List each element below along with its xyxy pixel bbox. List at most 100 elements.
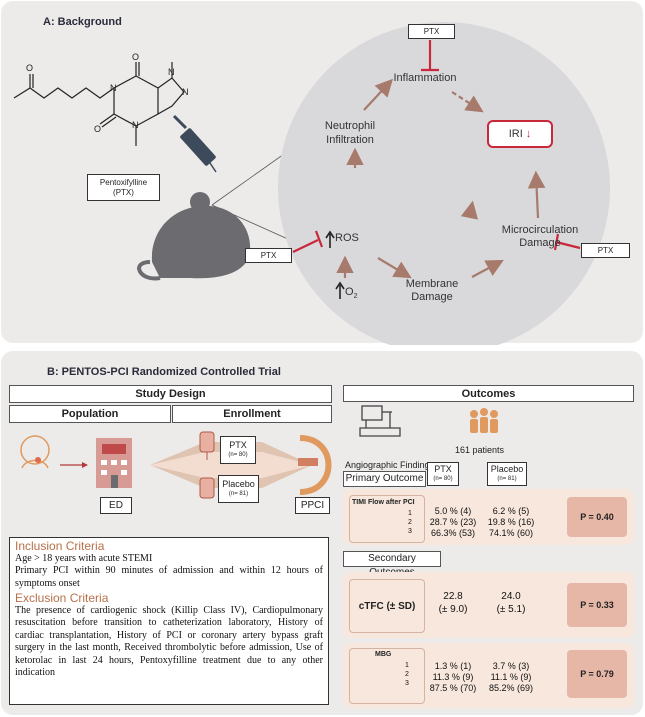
svg-text:O: O [26, 63, 33, 73]
ctfc-ptx-sd: (± 9.0) [438, 604, 468, 615]
hospital-icon [96, 438, 132, 488]
placebo-col-label: Placebo [490, 464, 524, 474]
iv-bag-placebo-icon [199, 477, 215, 499]
study-design-header: Study Design [9, 385, 332, 403]
placebo-arm-box: Placebo (n= 81) [218, 475, 259, 503]
inclusion-line-1: Age > 18 years with acute STEMI [15, 552, 153, 564]
mbg-ptx-value: 11.3 % (9) [432, 672, 474, 682]
patients-count: 161 patients [455, 445, 505, 455]
timi-ptx-value: 66.3% (53) [430, 528, 476, 538]
syringe-icon [172, 114, 217, 173]
timi-placebo-value: 19.8 % (16) [487, 517, 535, 527]
ed-box: ED [100, 497, 132, 514]
population-header: Population [9, 405, 171, 423]
ptx-box-microcirculation: PTX [581, 243, 630, 258]
oxygen-label: O [345, 286, 354, 298]
secondary-outcomes-header: Secondary Outcomes [343, 551, 441, 578]
trial-title: B: PENTOS-PCI Randomized Controlled Tria… [47, 366, 281, 378]
outcomes-icons [359, 405, 498, 437]
timi-ptx-values: 5.0 % (4) 28.7 % (23) 66.3% (53) [423, 506, 483, 539]
ptx-arm-box: PTX (n= 80) [220, 436, 256, 464]
mbg-ptx-value: 1.3 % (1) [434, 661, 472, 671]
iri-label: IRI [508, 128, 523, 140]
timi-grade: 3 [408, 528, 412, 535]
drug-abbrev: (PTX) [113, 187, 134, 197]
svg-text:N: N [132, 120, 139, 130]
timi-ptx-value: 5.0 % (4) [434, 506, 472, 516]
svg-text:O: O [94, 124, 101, 134]
oxygen-node: O2 [345, 286, 357, 300]
decrease-arrow-icon: ↓ [525, 128, 532, 140]
mbg-grade: 2 [405, 671, 409, 678]
ptx-inhibition-lines [292, 40, 581, 253]
svg-text:N: N [110, 83, 117, 93]
timi-grade: 1 [408, 510, 412, 517]
timi-ptx-value: 28.7 % (23) [429, 517, 477, 527]
placebo-arm-n: (n= 81) [228, 491, 249, 497]
dashed-arrow [451, 91, 484, 113]
membrane-line1: Membrane [405, 278, 459, 290]
placebo-arm-label: Placebo [222, 479, 255, 489]
exclusion-text: The presence of cardiogenic shock (Killi… [15, 604, 323, 679]
angiographic-findings-label: Angiographic Findings [345, 460, 435, 470]
ptx-col-n: (n= 80) [433, 476, 453, 482]
cycle-arrows [336, 78, 546, 279]
neutrophil-line1: Neutrophil [324, 120, 376, 132]
ctfc-placebo-values: 24.0 (± 5.1) [479, 590, 543, 616]
mbg-ptx-value: 87.5 % (70) [429, 683, 477, 693]
mbg-grade: 1 [405, 662, 409, 669]
timi-placebo-value: 74.1% (60) [488, 528, 534, 538]
membrane-damage-node: Membrane Damage [390, 278, 474, 304]
criteria-box: Inclusion Criteria Age > 18 years with a… [9, 537, 329, 705]
svg-text:O: O [132, 52, 139, 62]
background-title: A: Background [43, 16, 122, 28]
ctfc-ptx-value: 22.8 [443, 591, 463, 602]
mouse-icon [137, 192, 251, 281]
ros-node: ROS [335, 232, 359, 244]
mbg-label-box [349, 648, 425, 704]
mbg-placebo-value: 3.7 % (3) [492, 661, 530, 671]
timi-label-box [349, 495, 425, 543]
inclusion-heading: Inclusion Criteria [15, 539, 105, 553]
neutrophil-infiltration-node: Neutrophil Infiltration [305, 119, 395, 147]
patients-group-icon [470, 408, 498, 433]
micro-line2: Damage [519, 237, 561, 249]
mbg-placebo-value: 85.2% (69) [488, 683, 534, 693]
ptx-box-ros: PTX [245, 248, 292, 263]
chest-pain-patient-icon [20, 435, 50, 469]
ptx-box-inflammation: PTX [408, 24, 455, 39]
ptx-column-header: PTX (n= 80) [427, 462, 459, 486]
mbg-ptx-values: 1.3 % (1) 11.3 % (9) 87.5 % (70) [423, 661, 483, 694]
angiography-machine-icon [359, 405, 401, 437]
svg-text:N: N [168, 67, 175, 77]
ptx-arm-n: (n= 80) [228, 452, 248, 458]
membrane-line2: Damage [411, 291, 453, 303]
placebo-column-header: Placebo (n= 81) [487, 462, 527, 486]
ctfc-p-value: P = 0.33 [567, 583, 627, 627]
mbg-placebo-values: 3.7 % (3) 11.1 % (9) 85.2% (69) [479, 661, 543, 694]
increase-arrows [325, 230, 345, 299]
enrollment-diagram [20, 431, 332, 499]
mbg-placebo-value: 11.1 % (9) [490, 672, 532, 682]
placebo-col-n: (n= 81) [497, 476, 517, 482]
mechanism-circle [278, 22, 610, 345]
iv-bag-ptx-icon [199, 431, 215, 460]
timi-grades: 1 2 3 [405, 509, 415, 536]
ptx-col-label: PTX [434, 464, 452, 474]
ctfc-placebo-sd: (± 5.1) [496, 604, 526, 615]
drug-name: Pentoxifylline [99, 177, 148, 187]
ptx-arm-label: PTX [229, 440, 247, 450]
ctfc-ptx-values: 22.8 (± 9.0) [423, 590, 483, 616]
timi-grade: 2 [408, 519, 412, 526]
iri-node: IRI ↓ [487, 120, 553, 148]
ctfc-label: cTFC (± SD) [349, 579, 425, 633]
ppci-box: PPCI [295, 497, 330, 514]
exclusion-heading: Exclusion Criteria [15, 591, 109, 605]
mbg-p-value: P = 0.79 [567, 650, 627, 698]
timi-p-value: P = 0.40 [567, 497, 627, 537]
mbg-label: MBG [375, 651, 392, 658]
enrollment-header: Enrollment [172, 405, 332, 423]
pentoxifylline-structure-icon [13, 62, 185, 146]
timi-placebo-values: 6.2 % (5) 19.8 % (16) 74.1% (60) [479, 506, 543, 539]
